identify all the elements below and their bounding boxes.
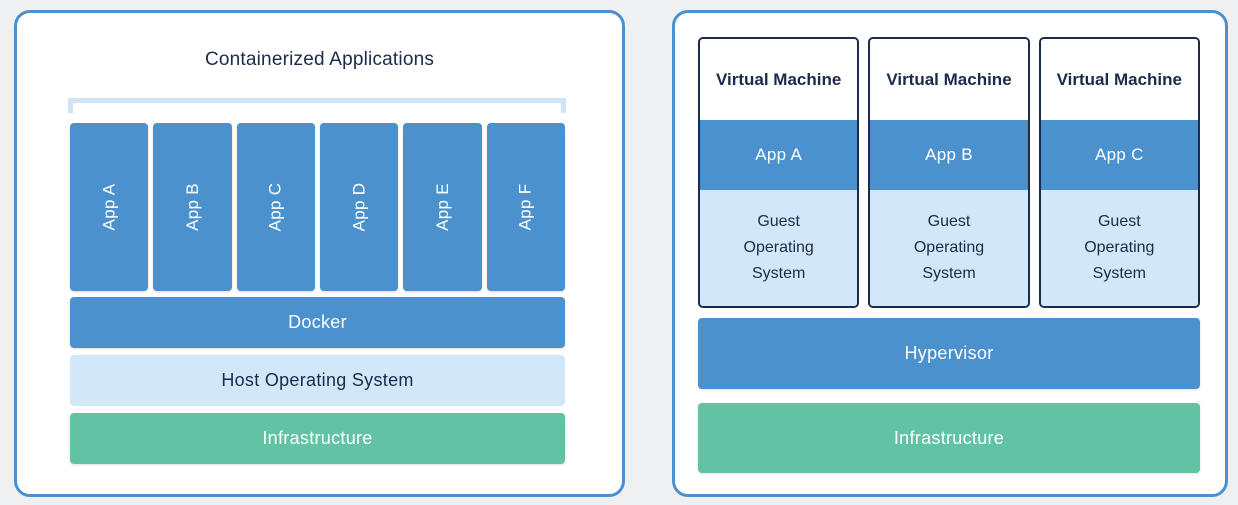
container-apps-row: App A App B App C App D App E App F [70,123,565,291]
docker-layer: Docker [70,297,565,348]
container-app-b-label: App B [182,183,202,231]
vm-2-guest-os: Guest Operating System [870,190,1028,306]
hypervisor-layer: Hypervisor [698,318,1200,389]
container-app-c: App C [236,123,315,291]
vm-box-3: Virtual Machine App C Guest Operating Sy… [1038,37,1200,308]
container-app-f-label: App F [515,183,535,231]
vm-3-app: App C [1040,120,1198,190]
containers-panel-title: Containerized Applications [204,49,435,70]
container-app-e-label: App E [432,183,452,231]
container-app-c-label: App C [265,182,285,232]
containers-group-bracket [68,98,566,113]
vm-box-2: Virtual Machine App B Guest Operating Sy… [868,37,1030,308]
container-app-d-label: App D [349,182,369,232]
infrastructure-layer-right: Infrastructure [698,403,1200,473]
container-app-f: App F [486,123,565,291]
containers-panel: Containerized Applications App A App B A… [14,10,625,497]
host-os-layer: Host Operating System [70,355,565,406]
vm-1-title: Virtual Machine [700,39,858,120]
container-app-b: App B [153,123,232,291]
container-app-e: App E [403,123,482,291]
container-app-a-label: App A [99,183,119,231]
vm-1-app: App A [700,120,858,190]
vm-row: Virtual Machine App A Guest Operating Sy… [698,37,1200,308]
vm-2-title: Virtual Machine [870,39,1028,120]
vm-3-title: Virtual Machine [1040,39,1198,120]
vm-1-guest-os: Guest Operating System [700,190,858,306]
container-app-a: App A [70,123,149,291]
vm-box-1: Virtual Machine App A Guest Operating Sy… [698,37,860,308]
infrastructure-layer-left: Infrastructure [70,413,565,464]
vm-3-guest-os: Guest Operating System [1040,190,1198,306]
virtual-machines-panel: Virtual Machine App A Guest Operating Sy… [672,10,1228,497]
container-app-d: App D [319,123,399,291]
vm-2-app: App B [870,120,1028,190]
